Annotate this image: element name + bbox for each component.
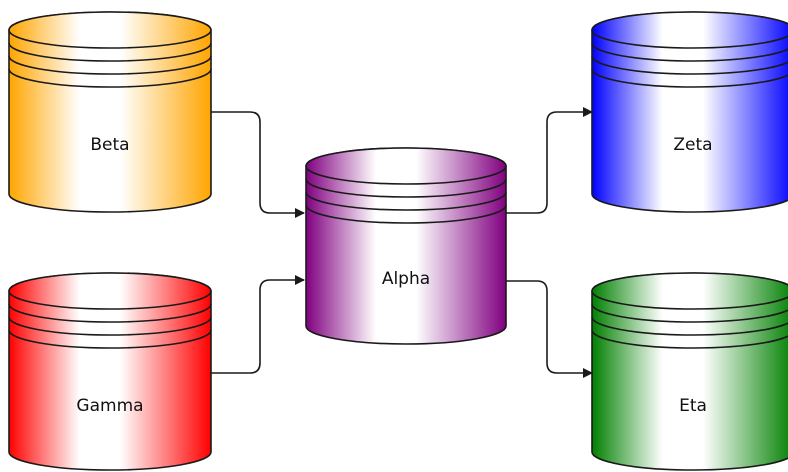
cylinder-band — [591, 55, 788, 75]
node-label: Zeta — [673, 135, 712, 155]
cylinder-band — [305, 191, 507, 211]
cylinder-band — [305, 204, 507, 224]
cylinder-band — [591, 68, 788, 88]
node-label: Eta — [679, 396, 707, 416]
cylinder-band — [8, 42, 212, 62]
node-beta[interactable]: Beta — [8, 11, 212, 213]
cylinder-band — [8, 329, 212, 349]
cylinder-band — [8, 55, 212, 75]
node-label: Beta — [90, 135, 129, 155]
connectors — [211, 107, 593, 378]
cylinder-top — [8, 11, 212, 49]
cylinder-band — [591, 316, 788, 336]
edge-alpha-to-eta — [506, 280, 593, 378]
cylinder-band — [305, 178, 507, 198]
cylinder-band — [591, 329, 788, 349]
node-eta[interactable]: Eta — [591, 272, 788, 471]
edge-alpha-to-zeta — [506, 107, 593, 214]
edge-gamma-to-alpha — [211, 275, 305, 374]
node-label: Alpha — [382, 269, 430, 289]
cylinder-band — [591, 42, 788, 62]
cylinder-band — [591, 303, 788, 323]
cylinder-band — [8, 316, 212, 336]
cylinder-band — [8, 68, 212, 88]
cylinder-top — [591, 11, 788, 49]
node-zeta[interactable]: Zeta — [591, 11, 788, 213]
node-label: Gamma — [76, 396, 143, 416]
node-alpha[interactable]: Alpha — [305, 147, 507, 345]
edge-beta-to-alpha — [211, 111, 305, 218]
cylinder-band — [8, 303, 212, 323]
node-gamma[interactable]: Gamma — [8, 272, 212, 471]
cylinder-top — [8, 272, 212, 310]
cylinder-top — [305, 147, 507, 185]
cylinder-top — [591, 272, 788, 310]
